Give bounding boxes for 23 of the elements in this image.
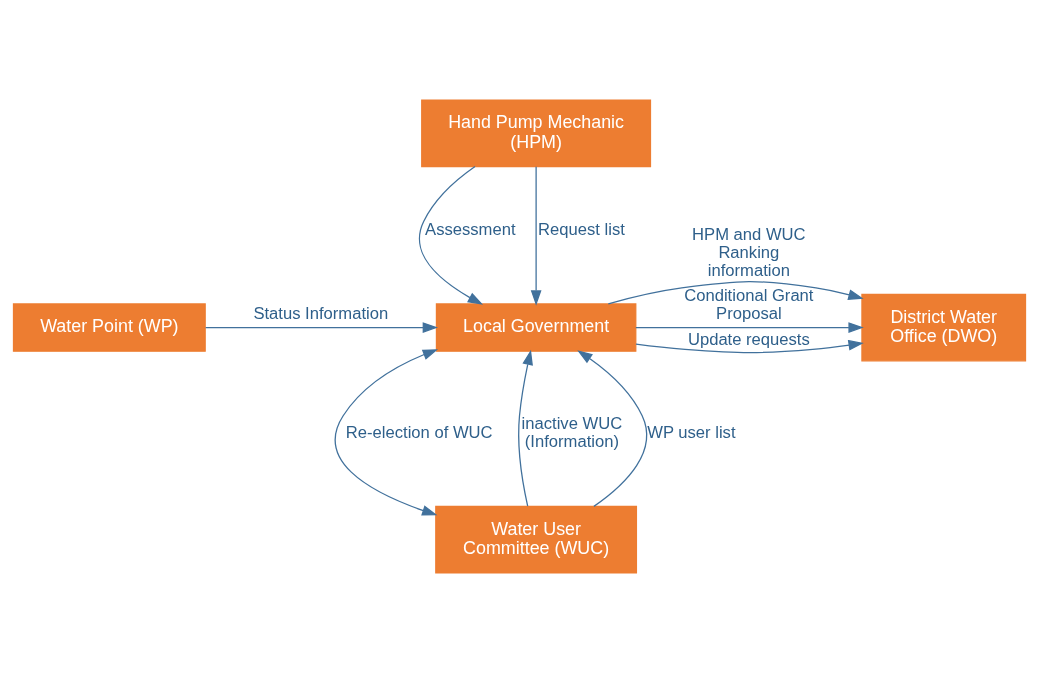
edge-label: Update requests — [687, 329, 810, 349]
edge-label: HPM and WUC Ranking information — [692, 224, 806, 280]
arrow — [205, 322, 438, 333]
arrow — [530, 166, 542, 306]
node-box: District Water Office (DWO) — [861, 293, 1027, 362]
arrow — [418, 165, 484, 305]
arrow — [334, 349, 439, 516]
node-box: Local Government — [435, 303, 637, 352]
edge-label: WP user list — [647, 422, 736, 442]
edge-label: Request list — [538, 219, 625, 239]
arrow — [607, 281, 864, 305]
arrow — [635, 339, 864, 354]
arrow — [635, 322, 864, 333]
edge-label: Status Information — [253, 304, 389, 324]
arrow — [518, 349, 533, 507]
node-box: Water User Committee (WUC) — [435, 505, 638, 574]
arrow — [577, 350, 648, 507]
edge-label: Assessment — [425, 219, 516, 239]
edge-label: Re-election of WUC — [345, 422, 493, 442]
node-box: Hand Pump Mechanic (HPM) — [421, 99, 652, 168]
node-box: Water Point (WP) — [12, 303, 206, 352]
edge-label: inactive WUC (Information) — [521, 414, 623, 451]
edge-label: Conditional Grant Proposal — [684, 286, 814, 324]
